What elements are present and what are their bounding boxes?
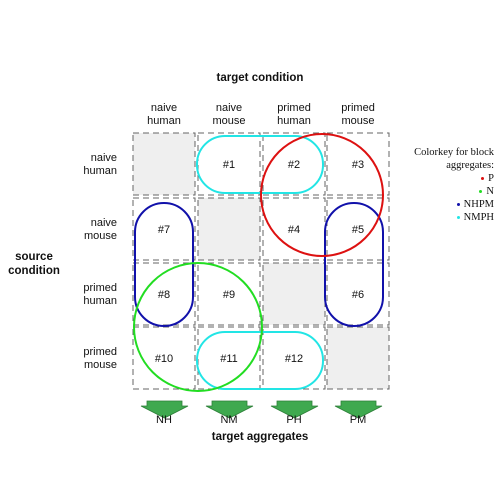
p-loop-circle [260,133,384,257]
column-header-naive-human: naive human [131,102,197,128]
target-aggregates-title: target aggregates [211,431,309,443]
column-header-line2: human [147,115,181,127]
legend-dot-icon [481,177,485,180]
grid-cell [262,132,326,196]
column-header-line1: primed [277,102,311,114]
legend-title-line2: aggregates: [446,160,494,171]
column-header-line1: primed [341,102,375,114]
grid-cell [197,262,261,326]
legend-item-n: N [392,185,494,198]
grid-cell [197,197,261,261]
row-header-line2: human [83,295,117,307]
down-arrow-icon [205,400,254,419]
cell-label-9: #9 [223,289,235,301]
cell-label-6: #6 [352,289,364,301]
legend-dot-icon [456,203,460,206]
cell-label-1: #1 [223,159,235,171]
source-condition-title: source condition [4,250,64,278]
nhpm-loop-left [134,202,194,327]
aggregate-label-ph: PH [286,414,301,426]
row-header-primed-human: primed human [59,282,117,308]
grid-cell [326,326,390,390]
cell-label-7: #7 [158,224,170,236]
legend-item-nmph: NMPH [392,211,494,224]
row-header-naive-human: naive human [59,152,117,178]
diagonal-cell-naive-mouse [198,198,260,260]
row-header-line1: primed [83,282,117,294]
row-header-line1: primed [83,346,117,358]
legend-label: NMPH [463,212,494,223]
cell-label-5: #5 [352,224,364,236]
grid-cell [197,132,261,196]
legend-item-p: P [392,172,494,185]
row-header-line1: naive [90,217,117,229]
nmph-loop-top [196,135,324,194]
column-header-line1: naive [215,102,243,114]
legend-item-nhpm: NHPM [392,198,494,211]
diagonal-cell-primed-mouse [327,327,389,389]
aggregate-arrows [140,400,383,419]
row-header-line2: human [83,165,117,177]
down-arrow-icon [334,400,383,419]
target-condition-title: target condition [216,72,304,84]
source-condition-text: source condition [8,251,60,277]
n-loop-circle [133,262,263,392]
diagonal-cell-primed-human [263,263,325,325]
cell-label-2: #2 [288,159,300,171]
row-header-line2: mouse [83,359,117,371]
nhpm-loop-right [324,202,384,327]
row-header-primed-mouse: primed mouse [59,346,117,372]
cell-label-10: #10 [155,353,173,365]
row-header-naive-mouse: naive mouse [59,217,117,243]
cell-label-12: #12 [285,353,303,365]
column-header-line2: mouse [212,115,246,127]
down-arrow-icon [270,400,319,419]
legend-label: N [486,186,494,197]
grid-cell [326,197,390,261]
column-header-line2: mouse [341,115,375,127]
legend: Colorkey for block aggregates: P N NHPM … [392,146,494,224]
legend-dot-icon [479,190,483,193]
cell-label-3: #3 [352,159,364,171]
diagonal-cell-naive-human [133,133,195,195]
legend-dot-icon [456,216,460,219]
cell-label-11: #11 [220,353,238,365]
row-header-line1: naive [90,152,117,164]
legend-title-line1: Colorkey for block [414,147,494,158]
row-header-line2: mouse [83,230,117,242]
nmph-loop-bottom [196,331,324,390]
legend-label: P [488,173,494,184]
cell-label-4: #4 [288,224,300,236]
aggregate-label-nh: NH [156,414,172,426]
cell-label-8: #8 [158,289,170,301]
column-header-line2: human [277,115,311,127]
grid-cell [132,197,196,261]
column-header-primed-human: primed human [261,102,327,128]
grid-cell [326,132,390,196]
column-header-primed-mouse: primed mouse [325,102,391,128]
down-arrow-icon [140,400,189,419]
column-header-line1: naive [150,102,178,114]
legend-label: NHPM [463,199,494,210]
aggregate-label-nm: NM [220,414,237,426]
aggregate-label-pm: PM [350,414,367,426]
column-header-naive-mouse: naive mouse [196,102,262,128]
grid-cell [132,132,196,196]
